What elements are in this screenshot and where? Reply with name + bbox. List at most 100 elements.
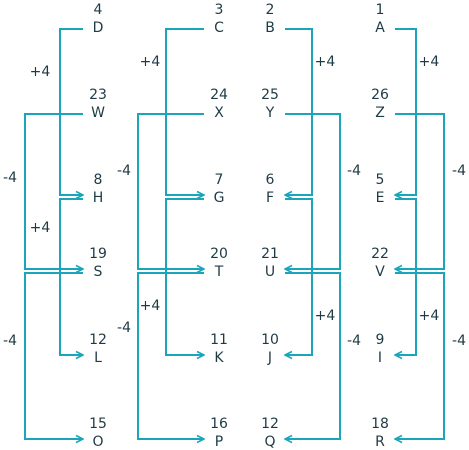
node-letter: E: [376, 190, 385, 206]
node-letter: Q: [264, 434, 275, 450]
node-number: 20: [210, 246, 228, 262]
node-letter: W: [91, 105, 105, 121]
node-letter: U: [265, 264, 275, 280]
connector-x-to-t: [137, 113, 204, 269]
connector-label-v-to-r: -4: [452, 333, 466, 349]
node-number: 12: [89, 332, 107, 348]
connector-w-to-s: [24, 113, 83, 269]
connector-label-g-to-k: +4: [140, 298, 161, 314]
node-letter: D: [93, 20, 104, 36]
node-r: 18R: [371, 416, 389, 450]
node-letter: P: [215, 434, 223, 450]
connector-label-x-to-t: -4: [117, 163, 131, 179]
connector-label-e-to-i: +4: [419, 308, 440, 324]
node-number: 23: [89, 87, 107, 103]
connector-d-to-h: [59, 28, 83, 195]
connector-f-to-j: [285, 198, 313, 355]
node-letter: O: [92, 434, 103, 450]
connector-label-t-to-p: -4: [117, 320, 131, 336]
node-number: 2: [266, 2, 275, 18]
node-number: 21: [261, 246, 279, 262]
node-letter: H: [93, 190, 104, 206]
connector-label-c-to-g: +4: [140, 54, 161, 70]
connector-z-to-v: [395, 113, 445, 269]
node-letter: G: [214, 190, 225, 206]
connector-t-to-p: [137, 272, 204, 439]
node-letter: B: [265, 20, 275, 36]
node-letter: Y: [265, 105, 275, 121]
node-letter: L: [94, 350, 102, 366]
node-letter: C: [214, 20, 224, 36]
connector-label-w-to-s: -4: [3, 170, 17, 186]
node-z: 26Z: [371, 87, 389, 121]
node-j: 10J: [261, 332, 279, 366]
node-letter: K: [214, 350, 224, 366]
node-number: 24: [210, 87, 228, 103]
node-number: 6: [266, 172, 275, 188]
node-a: 1A: [375, 2, 385, 36]
connector-layer: [24, 28, 445, 439]
node-letter: X: [214, 105, 224, 121]
node-number: 9: [376, 332, 385, 348]
node-letter: V: [375, 264, 385, 280]
node-w: 23W: [89, 87, 107, 121]
node-letter: Z: [375, 105, 385, 121]
node-number: 19: [89, 246, 107, 262]
connector-label-b-to-f: +4: [315, 54, 336, 70]
connector-s-to-o: [24, 272, 83, 439]
node-number: 12: [261, 416, 279, 432]
node-number: 22: [371, 246, 389, 262]
node-number: 7: [215, 172, 224, 188]
node-letter: T: [214, 264, 224, 280]
node-number: 3: [215, 2, 224, 18]
connector-h-to-l: [59, 198, 83, 355]
node-i: 9I: [376, 332, 385, 366]
node-x: 24X: [210, 87, 228, 121]
node-number: 26: [371, 87, 389, 103]
node-t: 20T: [210, 246, 228, 280]
node-number: 16: [210, 416, 228, 432]
node-l: 12L: [89, 332, 107, 366]
node-b: 2B: [265, 2, 275, 36]
label-layer: +4+4+4+4-4-4-4-4+4+4+4+4-4-4-4-4: [3, 54, 466, 349]
node-u: 21U: [261, 246, 279, 280]
connector-b-to-f: [285, 28, 313, 195]
node-number: 18: [371, 416, 389, 432]
connector-label-z-to-v: -4: [452, 163, 466, 179]
connector-label-f-to-j: +4: [315, 308, 336, 324]
node-number: 8: [94, 172, 103, 188]
node-number: 5: [376, 172, 385, 188]
connector-c-to-g: [165, 28, 204, 195]
connector-v-to-r: [395, 272, 445, 439]
node-number: 25: [261, 87, 279, 103]
node-letter: J: [267, 350, 272, 366]
node-o: 15O: [89, 416, 107, 450]
connector-label-y-to-u: -4: [347, 163, 361, 179]
node-number: 15: [89, 416, 107, 432]
node-c: 3C: [214, 2, 224, 36]
node-letter: A: [375, 20, 385, 36]
node-letter: I: [378, 350, 382, 366]
node-number: 10: [261, 332, 279, 348]
connector-label-s-to-o: -4: [3, 333, 17, 349]
node-k: 11K: [210, 332, 228, 366]
connector-a-to-e: [395, 28, 417, 195]
node-f: 6F: [266, 172, 275, 206]
node-e: 5E: [376, 172, 385, 206]
connector-label-h-to-l: +4: [30, 220, 51, 236]
node-y: 25Y: [261, 87, 279, 121]
node-layer: 4D3C2B1A23W24X25Y26Z8H7G6F5E19S20T21U22V…: [89, 2, 389, 450]
node-number: 11: [210, 332, 228, 348]
connector-label-d-to-h: +4: [30, 64, 51, 80]
node-h: 8H: [93, 172, 104, 206]
node-letter: F: [266, 190, 274, 206]
node-number: 1: [376, 2, 385, 18]
connector-label-u-to-q: -4: [347, 333, 361, 349]
node-p: 16P: [210, 416, 228, 450]
connector-g-to-k: [165, 198, 204, 355]
node-g: 7G: [214, 172, 225, 206]
node-d: 4D: [93, 2, 104, 36]
connector-u-to-q: [285, 272, 341, 439]
node-s: 19S: [89, 246, 107, 280]
